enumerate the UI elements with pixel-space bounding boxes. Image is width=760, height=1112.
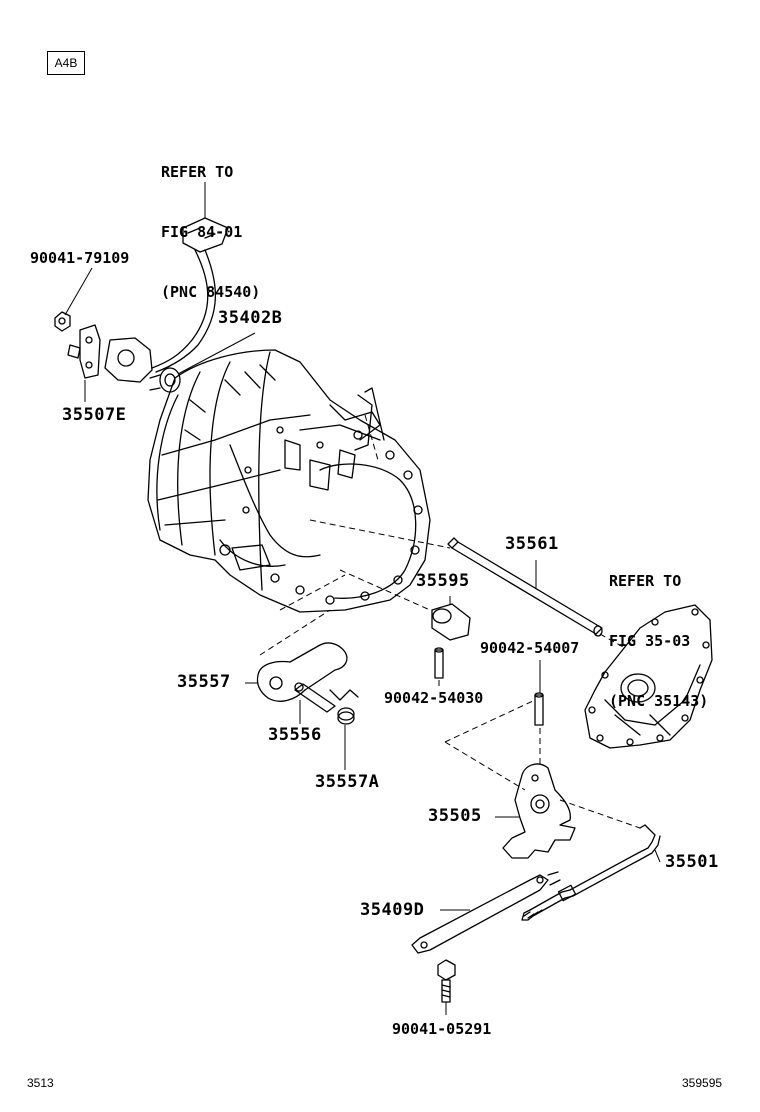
label-35507E: 35507E	[62, 405, 127, 425]
figure-tag: A4B	[47, 51, 85, 75]
pin-90042-54030	[434, 647, 444, 679]
oil-seal	[149, 367, 181, 393]
label-90041-05291: 90041-05291	[392, 1020, 492, 1038]
label-35595: 35595	[416, 571, 470, 591]
label-35557A: 35557A	[315, 772, 380, 792]
refer-note-right: REFER TO FIG 35-03 (PNC 35143)	[609, 531, 708, 731]
parking-lever	[256, 642, 348, 702]
refer-note-top-line-3: (PNC 84540)	[161, 283, 261, 301]
refer-note-top-line-2: FIG 84-01	[161, 223, 243, 241]
neutral-start-switch	[67, 324, 153, 383]
leader-lines	[64, 182, 661, 1015]
label-35561: 35561	[505, 534, 559, 554]
label-90042-54030: 90042-54030	[384, 689, 484, 707]
shift-cable	[521, 824, 661, 921]
label-90042-54007: 90042-54007	[480, 639, 580, 657]
bolt-90041-05291	[437, 959, 456, 1003]
manual-valve-lever	[502, 763, 576, 859]
label-35505: 35505	[428, 806, 482, 826]
footer-left-code: 3513	[27, 1076, 54, 1090]
collar	[431, 603, 471, 641]
refer-note-right-line-1: REFER TO	[609, 572, 682, 590]
refer-note-right-line-3: (PNC 35143)	[609, 692, 709, 710]
label-35557: 35557	[177, 672, 231, 692]
label-35501: 35501	[665, 852, 719, 872]
control-rod	[411, 871, 561, 954]
label-35409D: 35409D	[360, 900, 425, 920]
cover-plate	[584, 604, 713, 749]
refer-note-top: REFER TO FIG 84-01 (PNC 84540)	[161, 122, 260, 322]
nut-90041-79109	[54, 311, 71, 332]
label-35556: 35556	[268, 725, 322, 745]
footer-right-code: 359595	[682, 1076, 723, 1090]
refer-note-right-line-2: FIG 35-03	[609, 632, 691, 650]
label-90041-79109: 90041-79109	[30, 249, 130, 267]
dashed-alignment-lines	[259, 414, 641, 829]
spring-35557A	[329, 689, 359, 725]
manual-valve-shaft	[447, 537, 603, 637]
pin-90042-54007	[534, 692, 544, 726]
transmission-case	[147, 349, 431, 613]
label-35402B: 35402B	[218, 308, 283, 328]
refer-note-top-line-1: REFER TO	[161, 163, 234, 181]
rod-35556	[294, 682, 336, 713]
